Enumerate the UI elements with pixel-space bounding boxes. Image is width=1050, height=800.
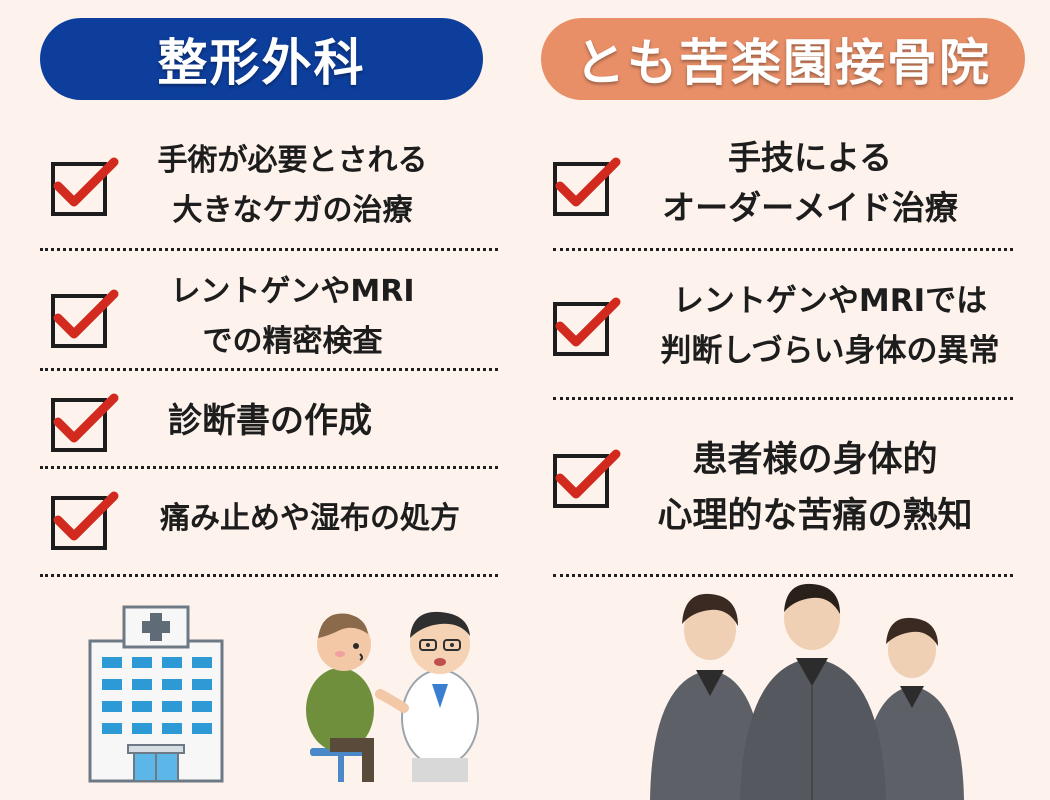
checkbox-check-icon xyxy=(51,157,119,216)
checkbox-check-icon xyxy=(51,491,119,550)
right-item-1-line1: 手技による xyxy=(727,138,892,177)
left-item-1-line1: 手術が必要とされる xyxy=(157,143,428,178)
divider xyxy=(553,397,1013,400)
left-item-2-line1: レントゲンやMRI xyxy=(170,274,415,309)
right-item-2-line1: レントゲンやMRIでは xyxy=(672,283,988,319)
divider xyxy=(40,248,498,251)
left-header: 整形外科 xyxy=(40,18,483,100)
left-item-2-line2: での精密検査 xyxy=(202,324,383,359)
checkbox-check-icon xyxy=(553,157,621,216)
divider xyxy=(40,466,498,469)
staff-group-photo xyxy=(650,583,964,800)
right-item-2-line2: 判断しづらい身体の異常 xyxy=(660,333,1000,369)
right-item-3-line1: 患者様の身体的 xyxy=(692,440,938,480)
right-header: とも苦楽園接骨院 xyxy=(541,18,1025,100)
checkbox-check-icon xyxy=(553,297,621,356)
checkbox-check-icon xyxy=(553,449,621,508)
doctor-patient-illustration xyxy=(306,611,479,782)
divider xyxy=(553,574,1013,577)
checkbox-check-icon xyxy=(51,289,119,348)
left-item-3-line1: 診断書の作成 xyxy=(168,401,372,441)
divider xyxy=(40,574,498,577)
divider xyxy=(40,368,498,371)
left-item-1-line2: 大きなケガの治療 xyxy=(172,193,413,228)
right-item-1-line2: オーダーメイド治療 xyxy=(662,188,958,227)
checkbox-check-icon xyxy=(51,393,119,452)
hospital-building-illustration xyxy=(88,605,224,783)
right-item-3-line2: 心理的な苦痛の熟知 xyxy=(657,496,973,536)
divider xyxy=(553,248,1013,251)
left-item-4-line1: 痛み止めや湿布の処方 xyxy=(160,501,460,536)
